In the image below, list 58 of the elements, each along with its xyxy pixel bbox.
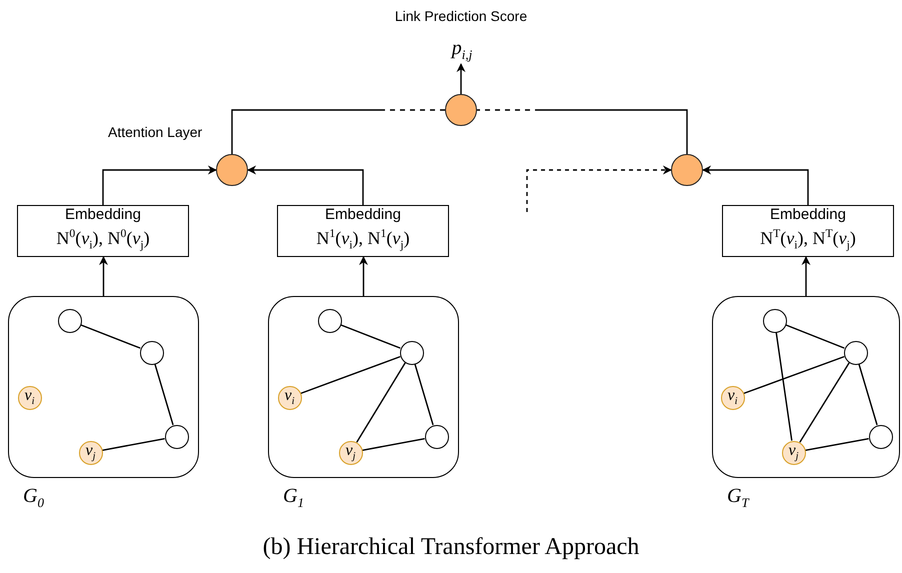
graph-edge — [744, 356, 844, 394]
graph-edge — [154, 364, 174, 426]
arrow — [247, 166, 364, 205]
graph-node — [844, 340, 868, 364]
graph-node — [400, 340, 424, 364]
connector-line — [231, 109, 445, 154]
graph-edge — [858, 364, 878, 426]
attention-node — [671, 154, 703, 186]
query-node: v$_{i}$ — [18, 386, 42, 410]
graph-node — [58, 308, 82, 332]
graph-edge — [805, 438, 869, 452]
output-title: Link Prediction Score — [394, 8, 528, 24]
arrow — [99, 256, 108, 296]
query-node: v$_{i}$ — [278, 386, 302, 410]
box-title: Embedding — [65, 206, 141, 224]
graph-edge — [414, 364, 434, 426]
arrow — [456, 63, 466, 94]
graph-label: G$_{0}$ — [23, 485, 44, 511]
graph-edge — [785, 324, 845, 349]
graph-node — [868, 424, 892, 448]
formula: N$^{T}$(v$_{i}$), N$^{T}$(v$_{j}$) — [760, 226, 856, 254]
formula: N$^{0}$(v$_{i}$), N$^{0}$(v$_{j}$) — [56, 226, 150, 254]
output-label: p$_{i,j}$ — [440, 36, 484, 64]
connector-line — [477, 109, 688, 154]
query-node: v$_{j}$ — [338, 440, 362, 464]
arrow — [102, 166, 217, 205]
graph-node — [164, 424, 188, 448]
arrow — [359, 256, 368, 296]
graph-edge — [799, 362, 850, 443]
graph-edge — [362, 438, 425, 451]
arrow — [702, 166, 809, 205]
query-node: v$_{j}$ — [782, 440, 806, 464]
graph-label: G$_{1}$ — [283, 485, 304, 511]
graph-node — [762, 308, 786, 332]
graph-node — [424, 424, 448, 448]
graph-edge — [776, 332, 792, 441]
arrow — [526, 166, 672, 212]
graph-label: G$_{T}$ — [727, 485, 749, 511]
embedding-box — [277, 205, 449, 257]
embedding-box — [722, 205, 894, 257]
graph-edge — [80, 324, 141, 349]
graph-edge — [102, 438, 165, 451]
graph-edge — [340, 324, 401, 349]
graph-node — [318, 308, 342, 332]
attention-node — [445, 94, 477, 126]
attention-node — [216, 154, 248, 186]
graph-edge — [300, 356, 400, 394]
embedding-box — [17, 205, 189, 257]
graph-node — [140, 340, 164, 364]
graph-edge — [356, 362, 406, 443]
formula: N$^{1}$(v$_{i}$), N$^{1}$(v$_{j}$) — [316, 226, 410, 254]
arrow — [802, 256, 810, 296]
query-node: v$_{j}$ — [78, 440, 102, 464]
box-title: Embedding — [770, 206, 846, 224]
query-node: v$_{i}$ — [720, 386, 744, 410]
layer-label: Attention Layer — [108, 124, 202, 140]
box-title: Embedding — [325, 206, 401, 224]
caption: (b) Hierarchical Transformer Approach — [262, 534, 640, 560]
